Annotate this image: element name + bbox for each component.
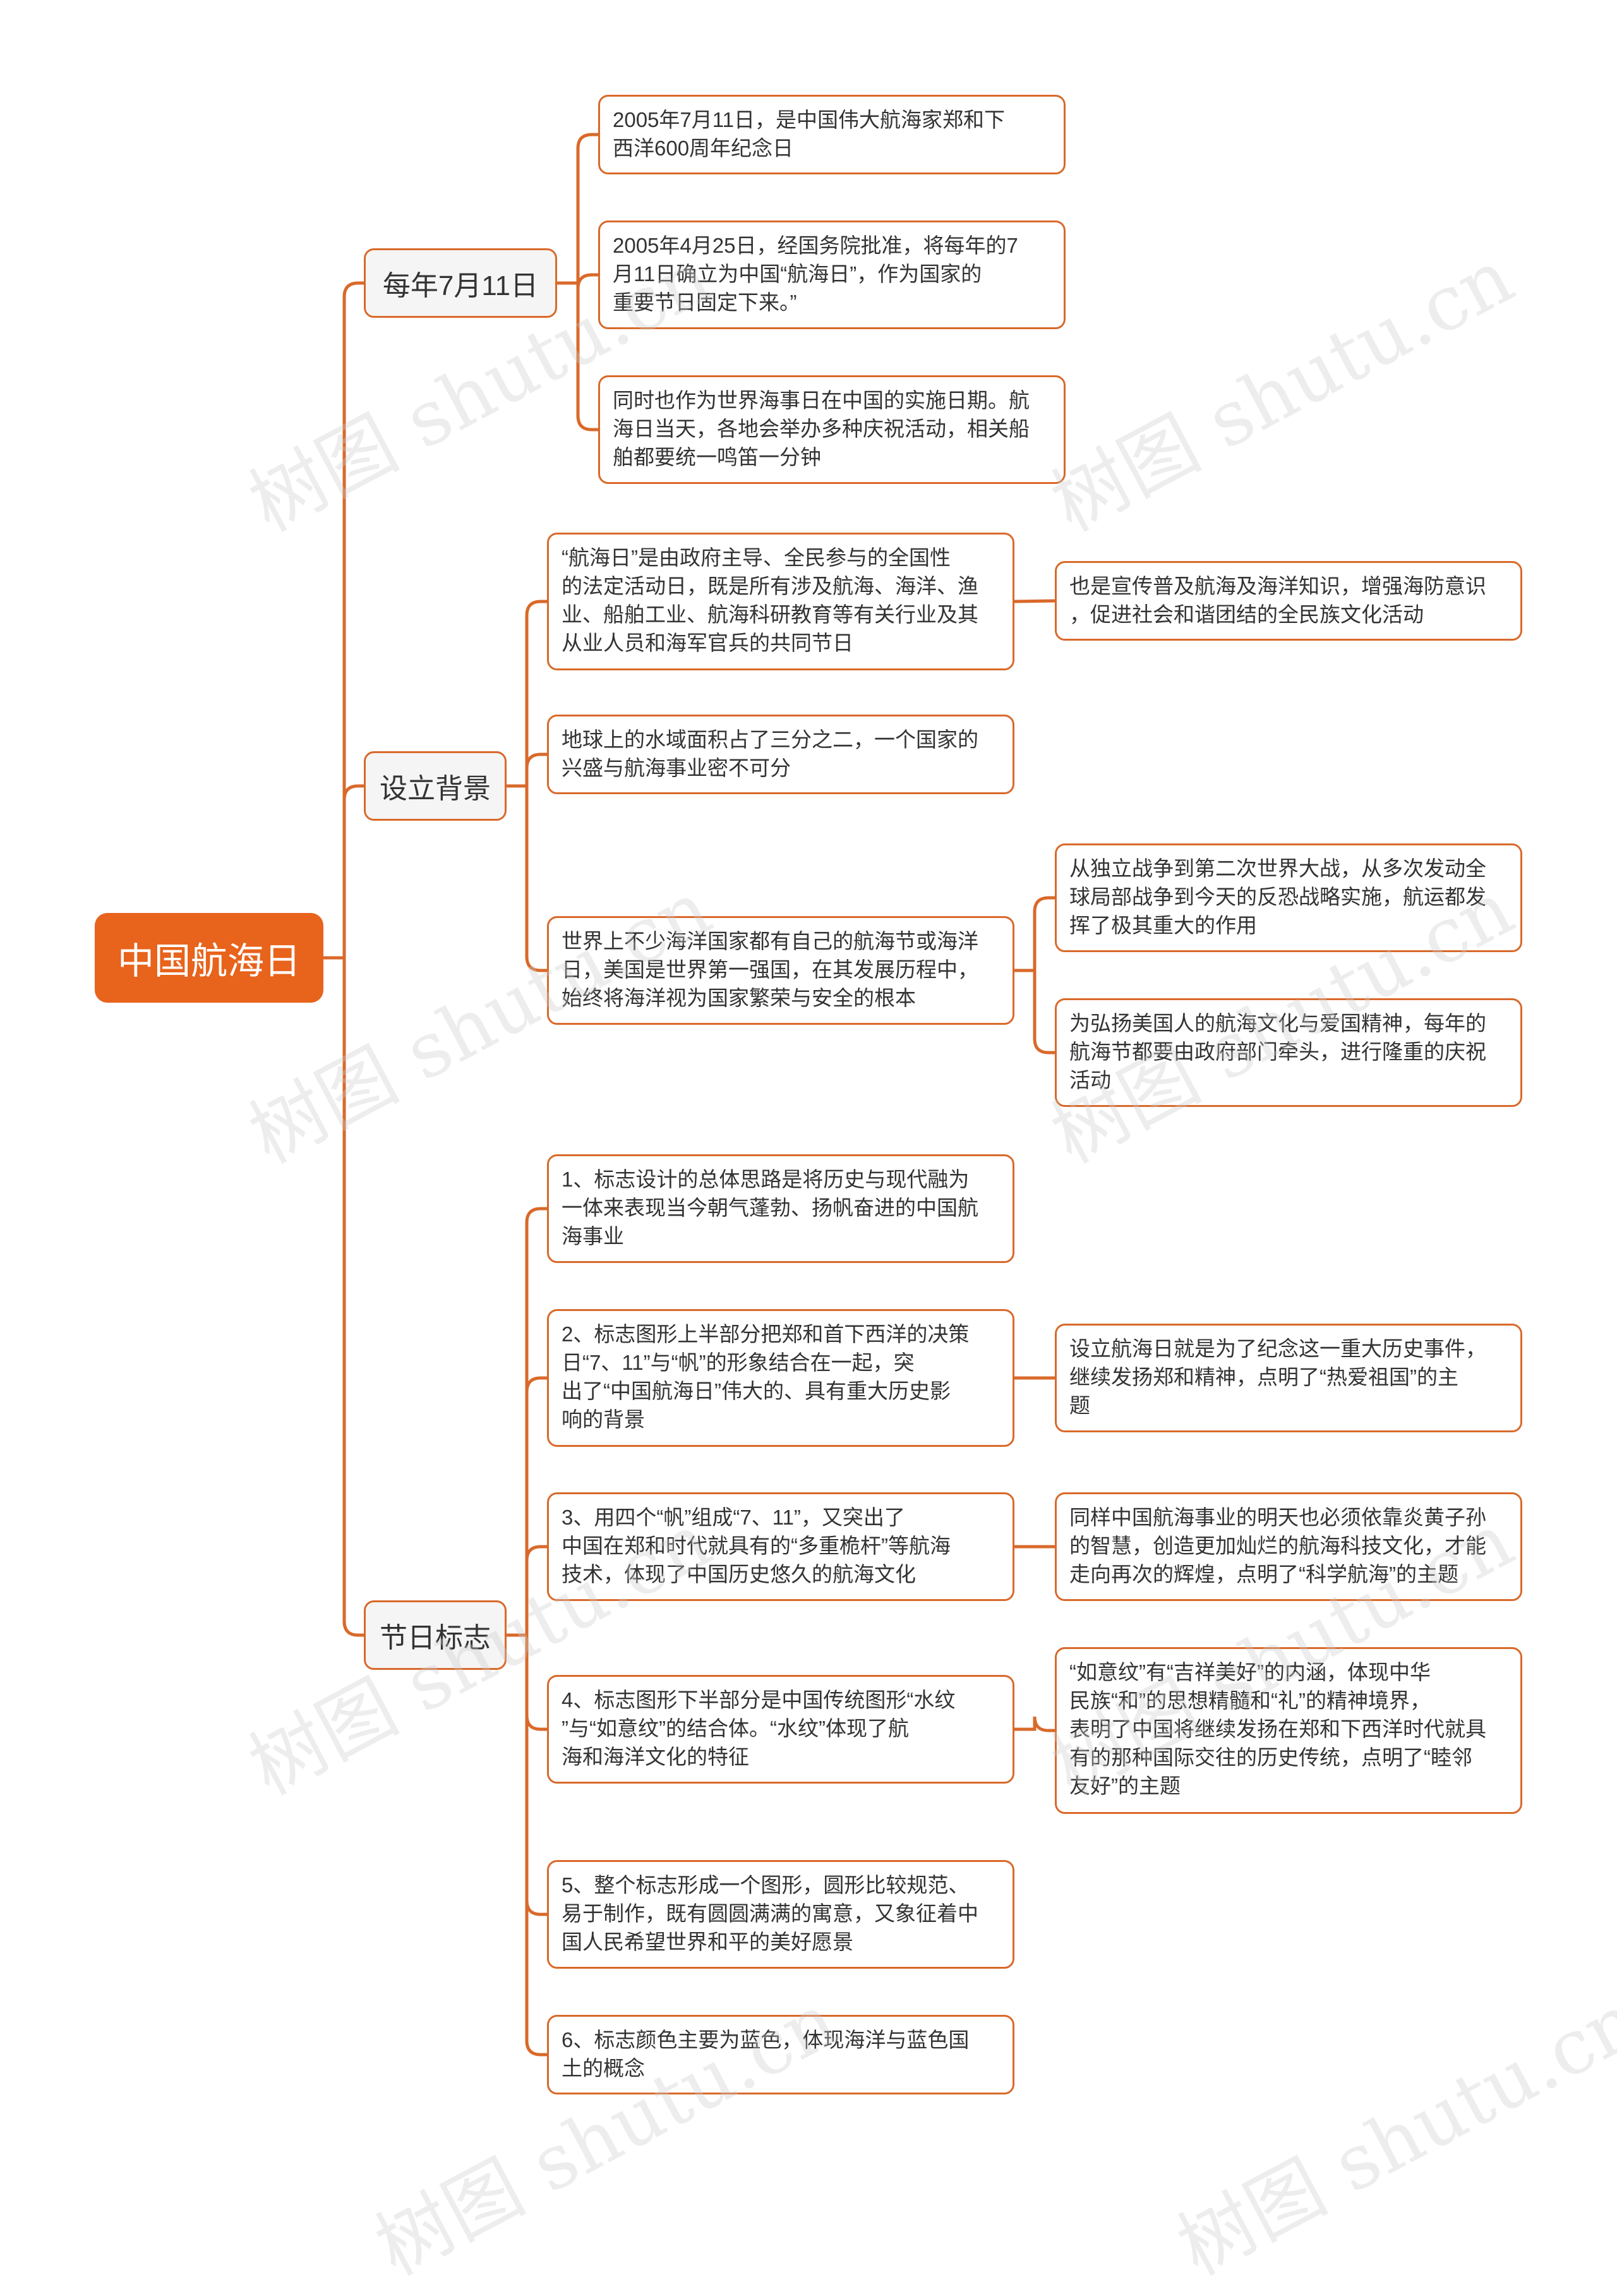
topic-node[interactable]: 1、标志设计的总体思路是将历史与现代融为 一体来表现当今朝气蓬勃、扬帆奋进的中国… [547, 1154, 1014, 1263]
subtopic-node[interactable]: 从独立战争到第二次世界大战，从多次发动全 球局部战争到今天的反恐战略实施，航运都… [1055, 843, 1522, 952]
connector-lines [322, 133, 1057, 2057]
root-label: 中国航海日 [117, 941, 301, 982]
topic-node[interactable]: 3、用四个“帆”组成“7、11”，又突出了 中国在郑和时代就具有的“多重桅杆”等… [547, 1492, 1014, 1601]
connector-line [555, 133, 600, 285]
subtopic-node[interactable]: “如意纹”有“吉祥美好”的内涵，体现中华 民族“和”的思想精髓和“礼”的精神境界… [1055, 1647, 1522, 1814]
connector-line [1013, 1716, 1057, 1732]
connector-line [1013, 969, 1057, 1054]
subtopic-node[interactable]: 设立航海日就是为了纪念这一重大历史事件， 继续发扬郑和精神，点明了“热爱祖国”的… [1055, 1324, 1522, 1432]
topic-node[interactable]: 6、标志颜色主要为蓝色，体现海洋与蓝色国 土的概念 [547, 2015, 1014, 2094]
connector-line [322, 956, 366, 1637]
connector-line [505, 600, 549, 788]
root-node[interactable]: 中国航海日 [95, 913, 323, 1003]
connector-line [1013, 896, 1057, 972]
connector-line [505, 1207, 549, 1637]
connector-line [505, 752, 549, 788]
branch-label: 设立背景 [380, 773, 491, 804]
branch-label: 每年7月11日 [382, 270, 539, 301]
branch-festival-logo[interactable]: 节日标志 [364, 1600, 507, 1670]
topic-node[interactable]: 同时也作为世界海事日在中国的实施日期。航 海日当天，各地会举办多种庆祝活动，相关… [598, 375, 1066, 484]
topic-node[interactable]: 2005年7月11日，是中国伟大航海家郑和下 西洋600周年纪念日 [598, 95, 1066, 174]
connector-line [322, 281, 366, 960]
topic-node[interactable]: 4、标志图形下半部分是中国传统图形“水纹 ”与“如意纹”的结合体。“水纹”体现了… [547, 1675, 1014, 1784]
subtopic-node[interactable]: 也是宣传普及航海及海洋知识，增强海防意识 ，促进社会和谐团结的全民族文化活动 [1055, 561, 1522, 641]
branch-background[interactable]: 设立背景 [364, 751, 507, 821]
topic-node[interactable]: “航海日”是由政府主导、全民参与的全国性 的法定活动日，既是所有涉及航海、海洋、… [547, 533, 1014, 670]
topic-node[interactable]: 地球上的水域面积占了三分之二，一个国家的 兴盛与航海事业密不可分 [547, 715, 1014, 794]
subtopic-node[interactable]: 为弘扬美国人的航海文化与爱国精神，每年的 航海节都要由政府部门牵头，进行隆重的庆… [1055, 998, 1522, 1107]
connector-line [505, 784, 549, 972]
subtopic-node[interactable]: 同样中国航海事业的明天也必须依靠炎黄子孙 的智慧，创造更加灿烂的航海科技文化，才… [1055, 1492, 1522, 1601]
connector-line [505, 1376, 549, 1637]
connector-line [555, 281, 600, 432]
connector-line [505, 1633, 549, 2057]
branch-july-11[interactable]: 每年7月11日 [364, 248, 557, 318]
topic-node[interactable]: 5、整个标志形成一个图形，圆形比较规范、 易于制作，既有圆圆满满的寓意，又象征着… [547, 1860, 1014, 1969]
topic-node[interactable]: 世界上不少海洋国家都有自己的航海节或海洋 日，美国是世界第一强国，在其发展历程中… [547, 916, 1014, 1025]
topic-node[interactable]: 2、标志图形上半部分把郑和首下西洋的决策 日“7、11”与“帆”的形象结合在一起… [547, 1309, 1014, 1447]
connector-line [505, 1545, 549, 1637]
topic-node[interactable]: 2005年4月25日，经国务院批准，将每年的7 月11日确立为中国“航海日”，作… [598, 221, 1066, 329]
connector-line [322, 784, 366, 960]
branch-label: 节日标志 [380, 1622, 491, 1653]
